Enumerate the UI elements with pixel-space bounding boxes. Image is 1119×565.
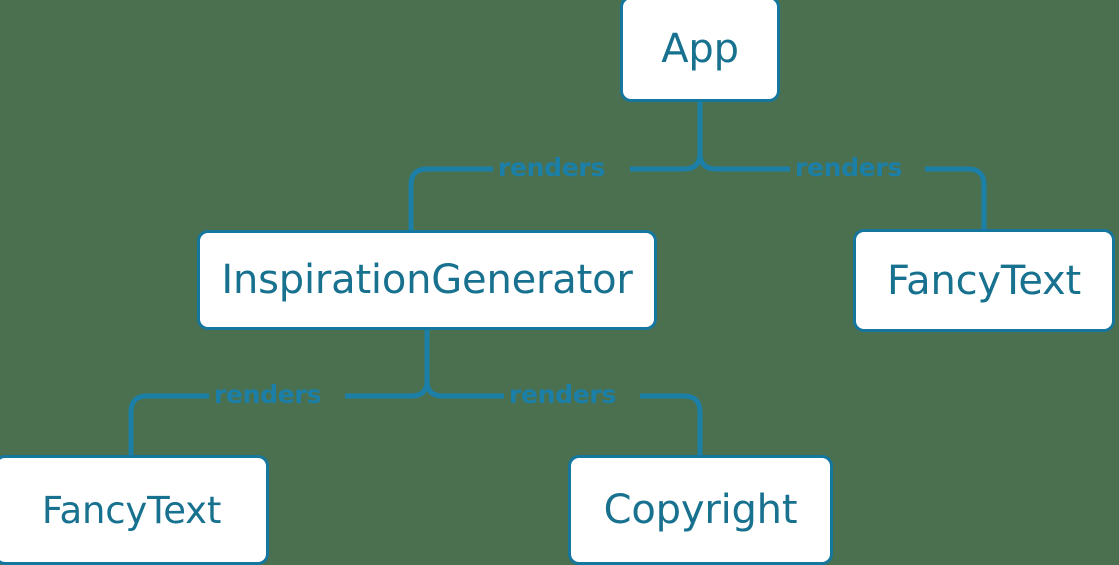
- node-fancytext-left[interactable]: FancyText: [0, 455, 269, 565]
- node-fancytext-right-label: FancyText: [887, 257, 1081, 304]
- edge-inspirationgenerator-to-fancytext-left-a: [345, 380, 430, 399]
- edge-label-app-to-fancytext-right: renders: [795, 153, 903, 182]
- node-fancytext-left-label: FancyText: [41, 488, 222, 532]
- edge-inspirationgenerator-to-copyright-a: [424, 380, 504, 399]
- node-copyright-label: Copyright: [603, 487, 798, 533]
- edge-label-app-to-inspirationgenerator: renders: [498, 153, 606, 182]
- edge-app-to-inspirationgenerator-b: [408, 166, 493, 230]
- edge-inspirationgenerator-to-copyright-b: [640, 393, 703, 455]
- edge-label-inspirationgenerator-to-fancytext-left: renders: [214, 380, 322, 409]
- node-app-label: App: [661, 26, 739, 72]
- edge-app-to-inspirationgenerator-a: [630, 152, 703, 172]
- edge-app-to-fancytext-right-b: [925, 166, 987, 229]
- node-inspirationgenerator[interactable]: InspirationGenerator: [197, 230, 657, 330]
- edge-label-inspirationgenerator-to-copyright: renders: [509, 380, 617, 409]
- node-copyright[interactable]: Copyright: [568, 455, 833, 565]
- node-fancytext-right[interactable]: FancyText: [853, 229, 1115, 332]
- edge-app-to-fancytext-right-a: [697, 152, 790, 172]
- edge-inspirationgenerator-to-fancytext-left-b: [128, 393, 209, 455]
- node-app[interactable]: App: [620, 0, 780, 102]
- node-inspirationgenerator-label: InspirationGenerator: [221, 257, 633, 303]
